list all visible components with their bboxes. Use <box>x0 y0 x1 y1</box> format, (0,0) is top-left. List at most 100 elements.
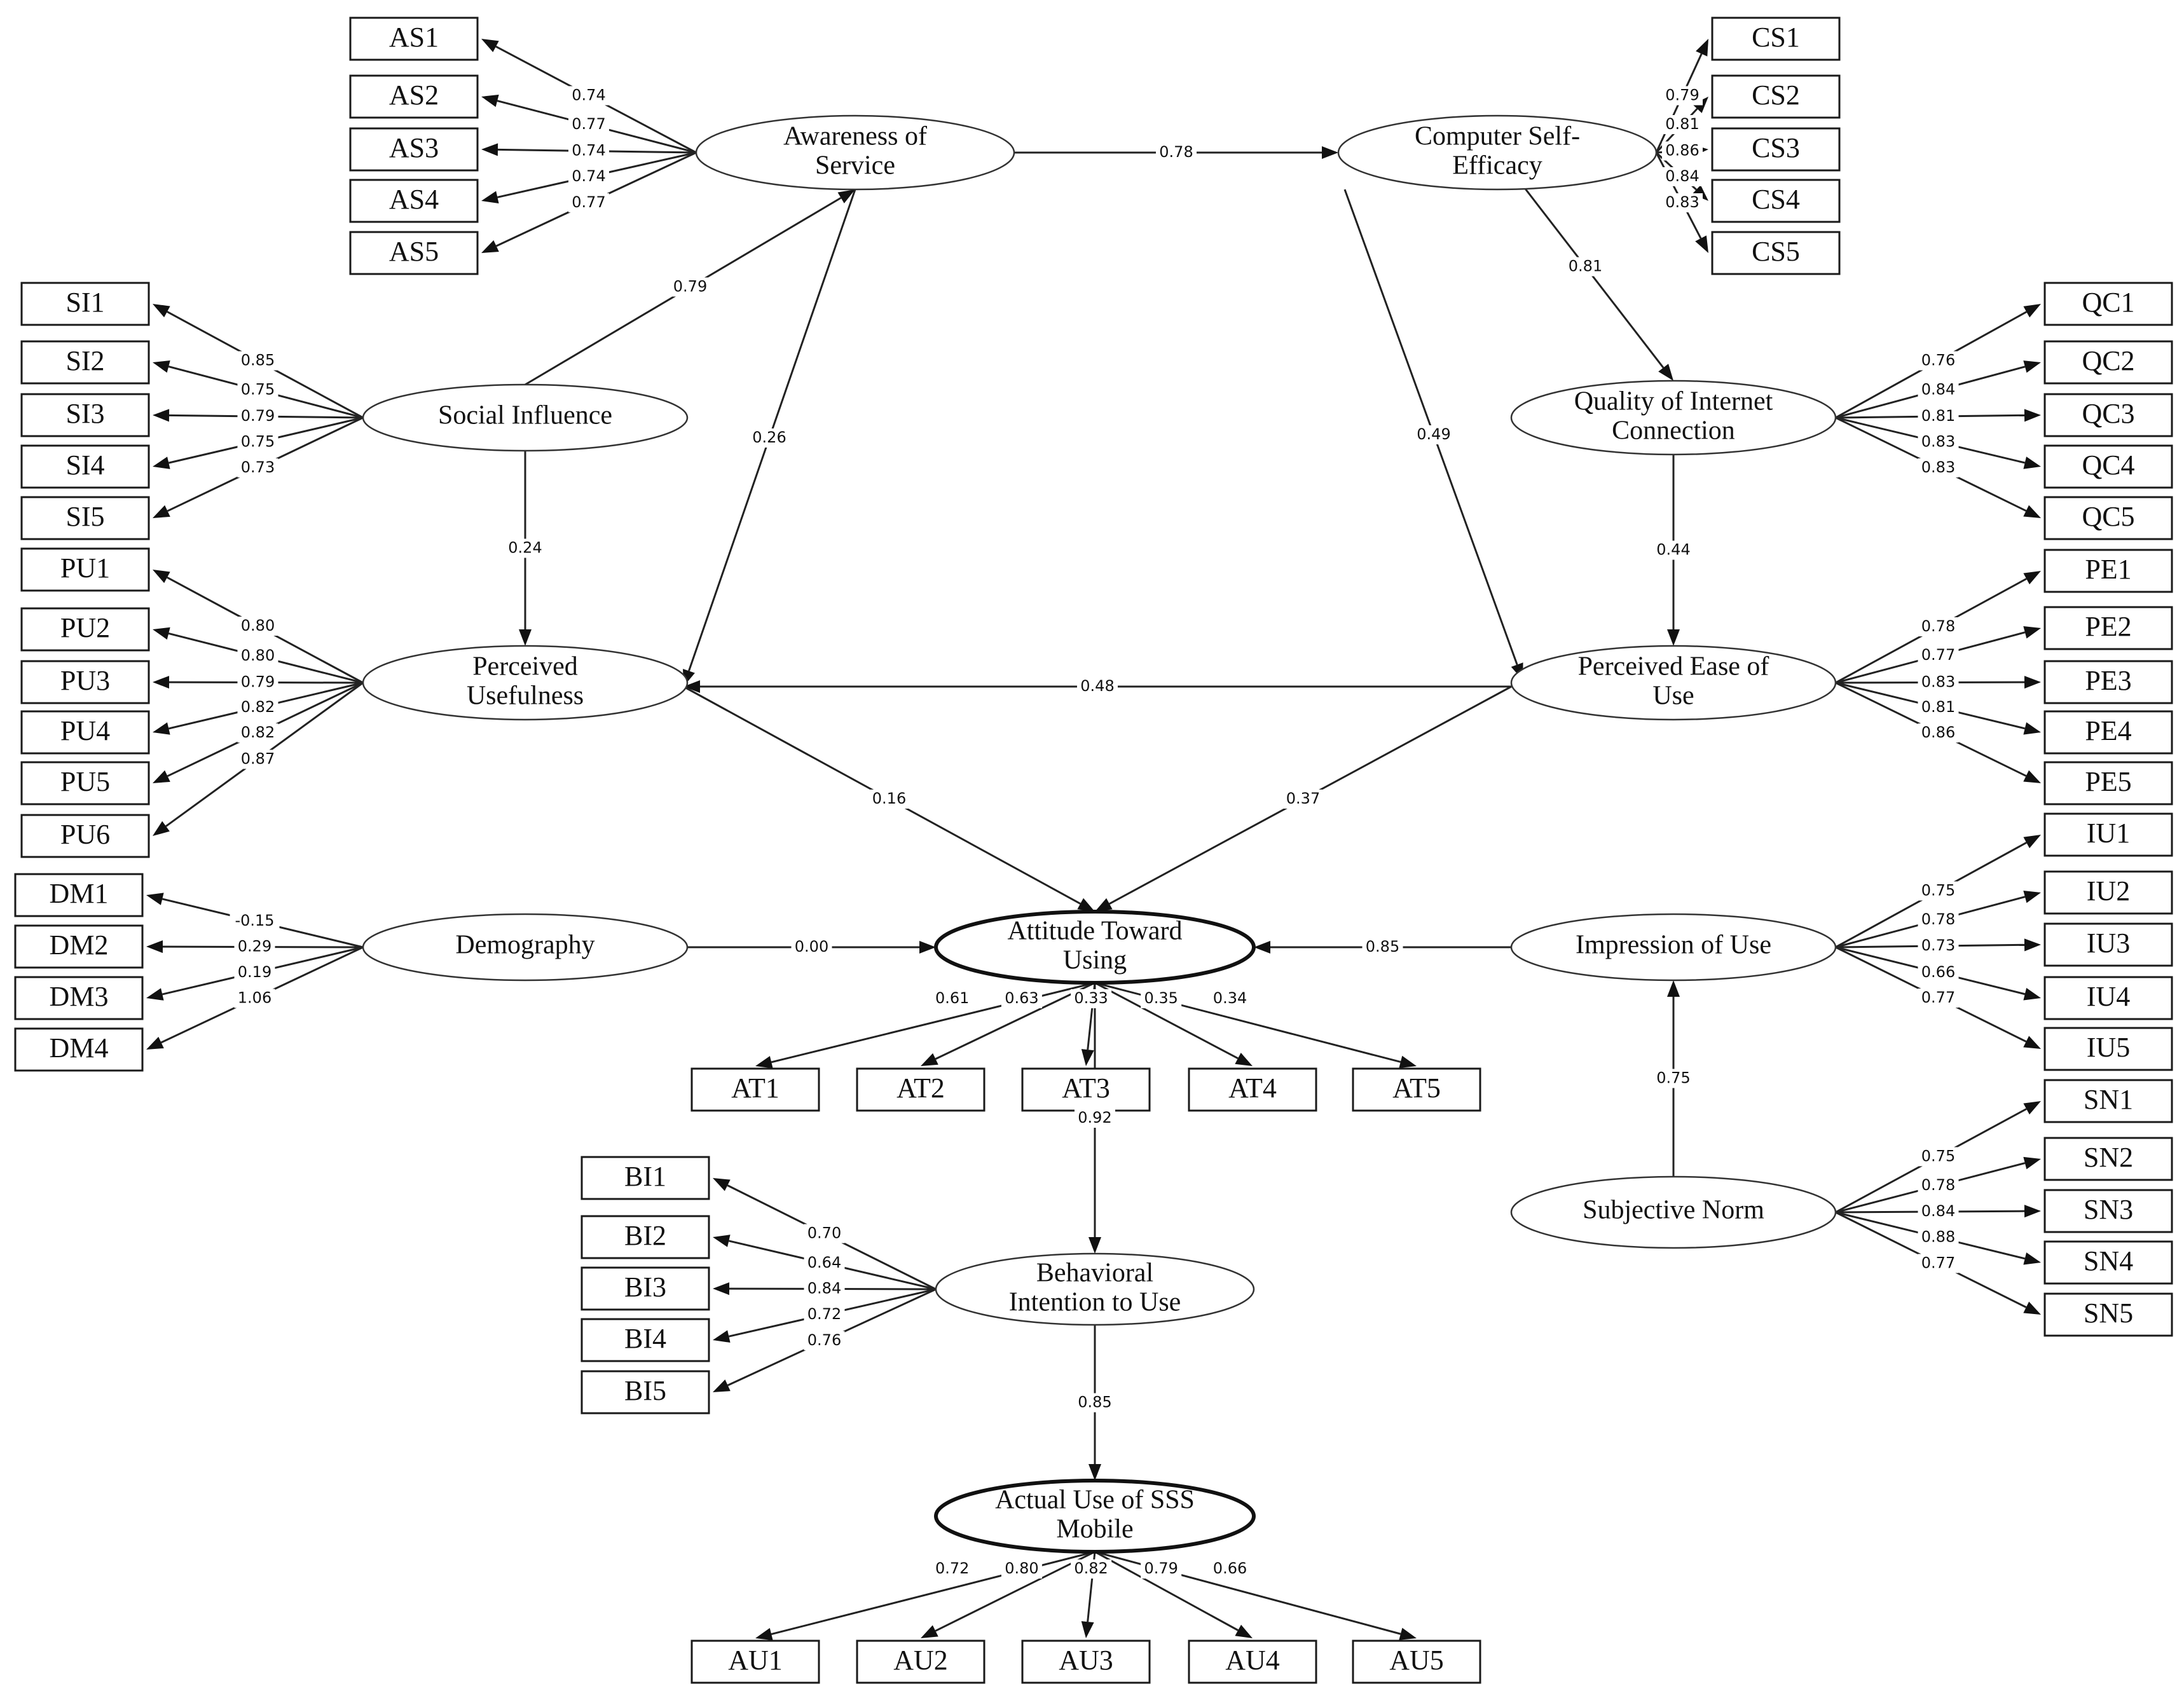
indicator-label: AS1 <box>389 22 439 53</box>
path-coefficient: 0.44 <box>1656 541 1690 559</box>
latent-dm: Demography <box>362 913 689 982</box>
loading-value: 0.66 <box>1921 963 1955 981</box>
latent-label-line: Usefulness <box>467 681 584 711</box>
indicator-pe3: PE3 <box>2043 660 2173 704</box>
latent-label-line: Behavioral <box>1036 1259 1153 1288</box>
loading-value: 0.74 <box>572 86 605 104</box>
path-coefficient: 0.37 <box>1286 790 1320 807</box>
indicator-pu2: PU2 <box>20 607 150 652</box>
loading-value: 0.19 <box>238 963 271 981</box>
latent-label-line: Perceived <box>472 652 578 681</box>
loading-value: 0.77 <box>1921 646 1955 664</box>
indicator-label: BI5 <box>624 1375 666 1406</box>
indicator-label: AT4 <box>1228 1072 1277 1104</box>
indicator-label: SN4 <box>2084 1245 2133 1277</box>
indicator-si1: SI1 <box>20 282 150 326</box>
indicator-label: BI4 <box>624 1323 666 1354</box>
indicator-qc5: QC5 <box>2043 496 2173 540</box>
indicator-label: BI3 <box>624 1271 666 1303</box>
loading-value: 0.80 <box>241 647 275 664</box>
loading-value: 0.83 <box>1921 458 1955 476</box>
indicator-sn4: SN4 <box>2043 1240 2173 1285</box>
indicator-label: SN2 <box>2084 1142 2133 1173</box>
loading-value: 0.66 <box>1213 1559 1247 1577</box>
indicator-label: SN3 <box>2084 1194 2133 1225</box>
indicator-au4: AU4 <box>1188 1640 1317 1684</box>
loading-value: 0.82 <box>241 723 275 741</box>
loading-value: 0.81 <box>1921 698 1955 716</box>
indicator-cs2: CS2 <box>1711 74 1841 119</box>
loading-value: 0.80 <box>241 617 275 634</box>
indicator-iu4: IU4 <box>2043 976 2173 1020</box>
indicator-label: QC3 <box>2082 398 2134 429</box>
loading-value: 0.33 <box>1074 989 1108 1007</box>
loading-value: 0.86 <box>1921 723 1955 741</box>
loading-arrow <box>921 1551 1095 1638</box>
loading-value: 0.75 <box>1921 882 1955 900</box>
indicator-label: AT2 <box>896 1072 945 1104</box>
latent-label-line: Connection <box>1612 416 1735 446</box>
loading-value: 0.76 <box>807 1331 841 1349</box>
loading-value: 0.79 <box>1144 1559 1178 1577</box>
latent-label-line: Perceived Ease of <box>1578 652 1769 681</box>
latent-label-line: Mobile <box>1056 1515 1133 1544</box>
loading-value: 0.29 <box>238 938 271 955</box>
indicator-label: AS4 <box>389 184 439 215</box>
indicator-bi5: BI5 <box>580 1370 710 1414</box>
indicator-as5: AS5 <box>349 231 479 275</box>
indicator-label: AT1 <box>731 1072 780 1104</box>
indicator-label: AU2 <box>893 1645 948 1676</box>
indicator-pe2: PE2 <box>2043 606 2173 650</box>
indicator-qc1: QC1 <box>2043 282 2173 326</box>
indicator-iu3: IU3 <box>2043 922 2173 967</box>
indicator-sn1: SN1 <box>2043 1079 2173 1123</box>
indicator-label: AU5 <box>1389 1645 1444 1676</box>
indicator-label: CS4 <box>1752 184 1800 215</box>
indicator-label: PE2 <box>2085 611 2131 642</box>
indicator-label: AS2 <box>389 79 439 111</box>
path-coefficient: 0.78 <box>1159 143 1193 161</box>
indicator-label: DM4 <box>50 1032 109 1064</box>
loading-value: 0.83 <box>1665 193 1699 211</box>
loading-value: 0.74 <box>572 142 605 160</box>
indicator-label: PE5 <box>2085 766 2131 797</box>
path-coefficient: 0.81 <box>1569 257 1602 275</box>
indicator-iu5: IU5 <box>2043 1027 2173 1071</box>
indicator-au1: AU1 <box>690 1640 820 1684</box>
indicator-label: SI2 <box>65 345 104 376</box>
latent-label-line: Service <box>815 151 895 181</box>
indicator-pe1: PE1 <box>2043 549 2173 593</box>
indicator-au3: AU3 <box>1021 1640 1151 1684</box>
indicator-label: DM1 <box>50 878 109 909</box>
latent-label-line: Actual Use of SSS <box>995 1486 1195 1515</box>
latent-label-line: Efficacy <box>1452 151 1542 181</box>
indicator-label: IU3 <box>2087 928 2130 959</box>
indicator-label: SI1 <box>65 287 104 318</box>
loading-arrow <box>921 982 1095 1066</box>
path-coefficient: 0.49 <box>1417 425 1450 443</box>
indicator-cs5: CS5 <box>1711 231 1841 275</box>
loading-value: 0.72 <box>807 1305 841 1323</box>
indicator-bi4: BI4 <box>580 1318 710 1362</box>
indicator-si4: SI4 <box>20 444 150 489</box>
path-coefficient: 0.26 <box>752 428 786 446</box>
path-coefficient: 0.75 <box>1656 1069 1690 1087</box>
indicator-dm3: DM3 <box>14 976 144 1020</box>
indicator-label: QC4 <box>2082 449 2134 481</box>
indicator-label: CS2 <box>1752 79 1800 111</box>
coefficient-labels-layer: 0.740.770.740.740.770.850.750.790.750.73… <box>230 86 1959 1579</box>
indicator-label: IU2 <box>2087 875 2130 907</box>
indicator-label: SN1 <box>2084 1084 2133 1115</box>
loading-value: 0.84 <box>1665 167 1699 185</box>
loading-value: 0.78 <box>1921 910 1955 928</box>
indicator-at2: AT2 <box>856 1067 986 1112</box>
indicator-label: BI1 <box>624 1161 666 1192</box>
loading-value: 0.77 <box>1921 989 1955 1006</box>
latent-label-line: Social Influence <box>438 401 612 430</box>
indicator-pu4: PU4 <box>20 710 150 755</box>
indicator-at4: AT4 <box>1188 1067 1317 1112</box>
indicator-label: AS3 <box>389 132 439 163</box>
loading-value: 0.75 <box>241 381 275 399</box>
